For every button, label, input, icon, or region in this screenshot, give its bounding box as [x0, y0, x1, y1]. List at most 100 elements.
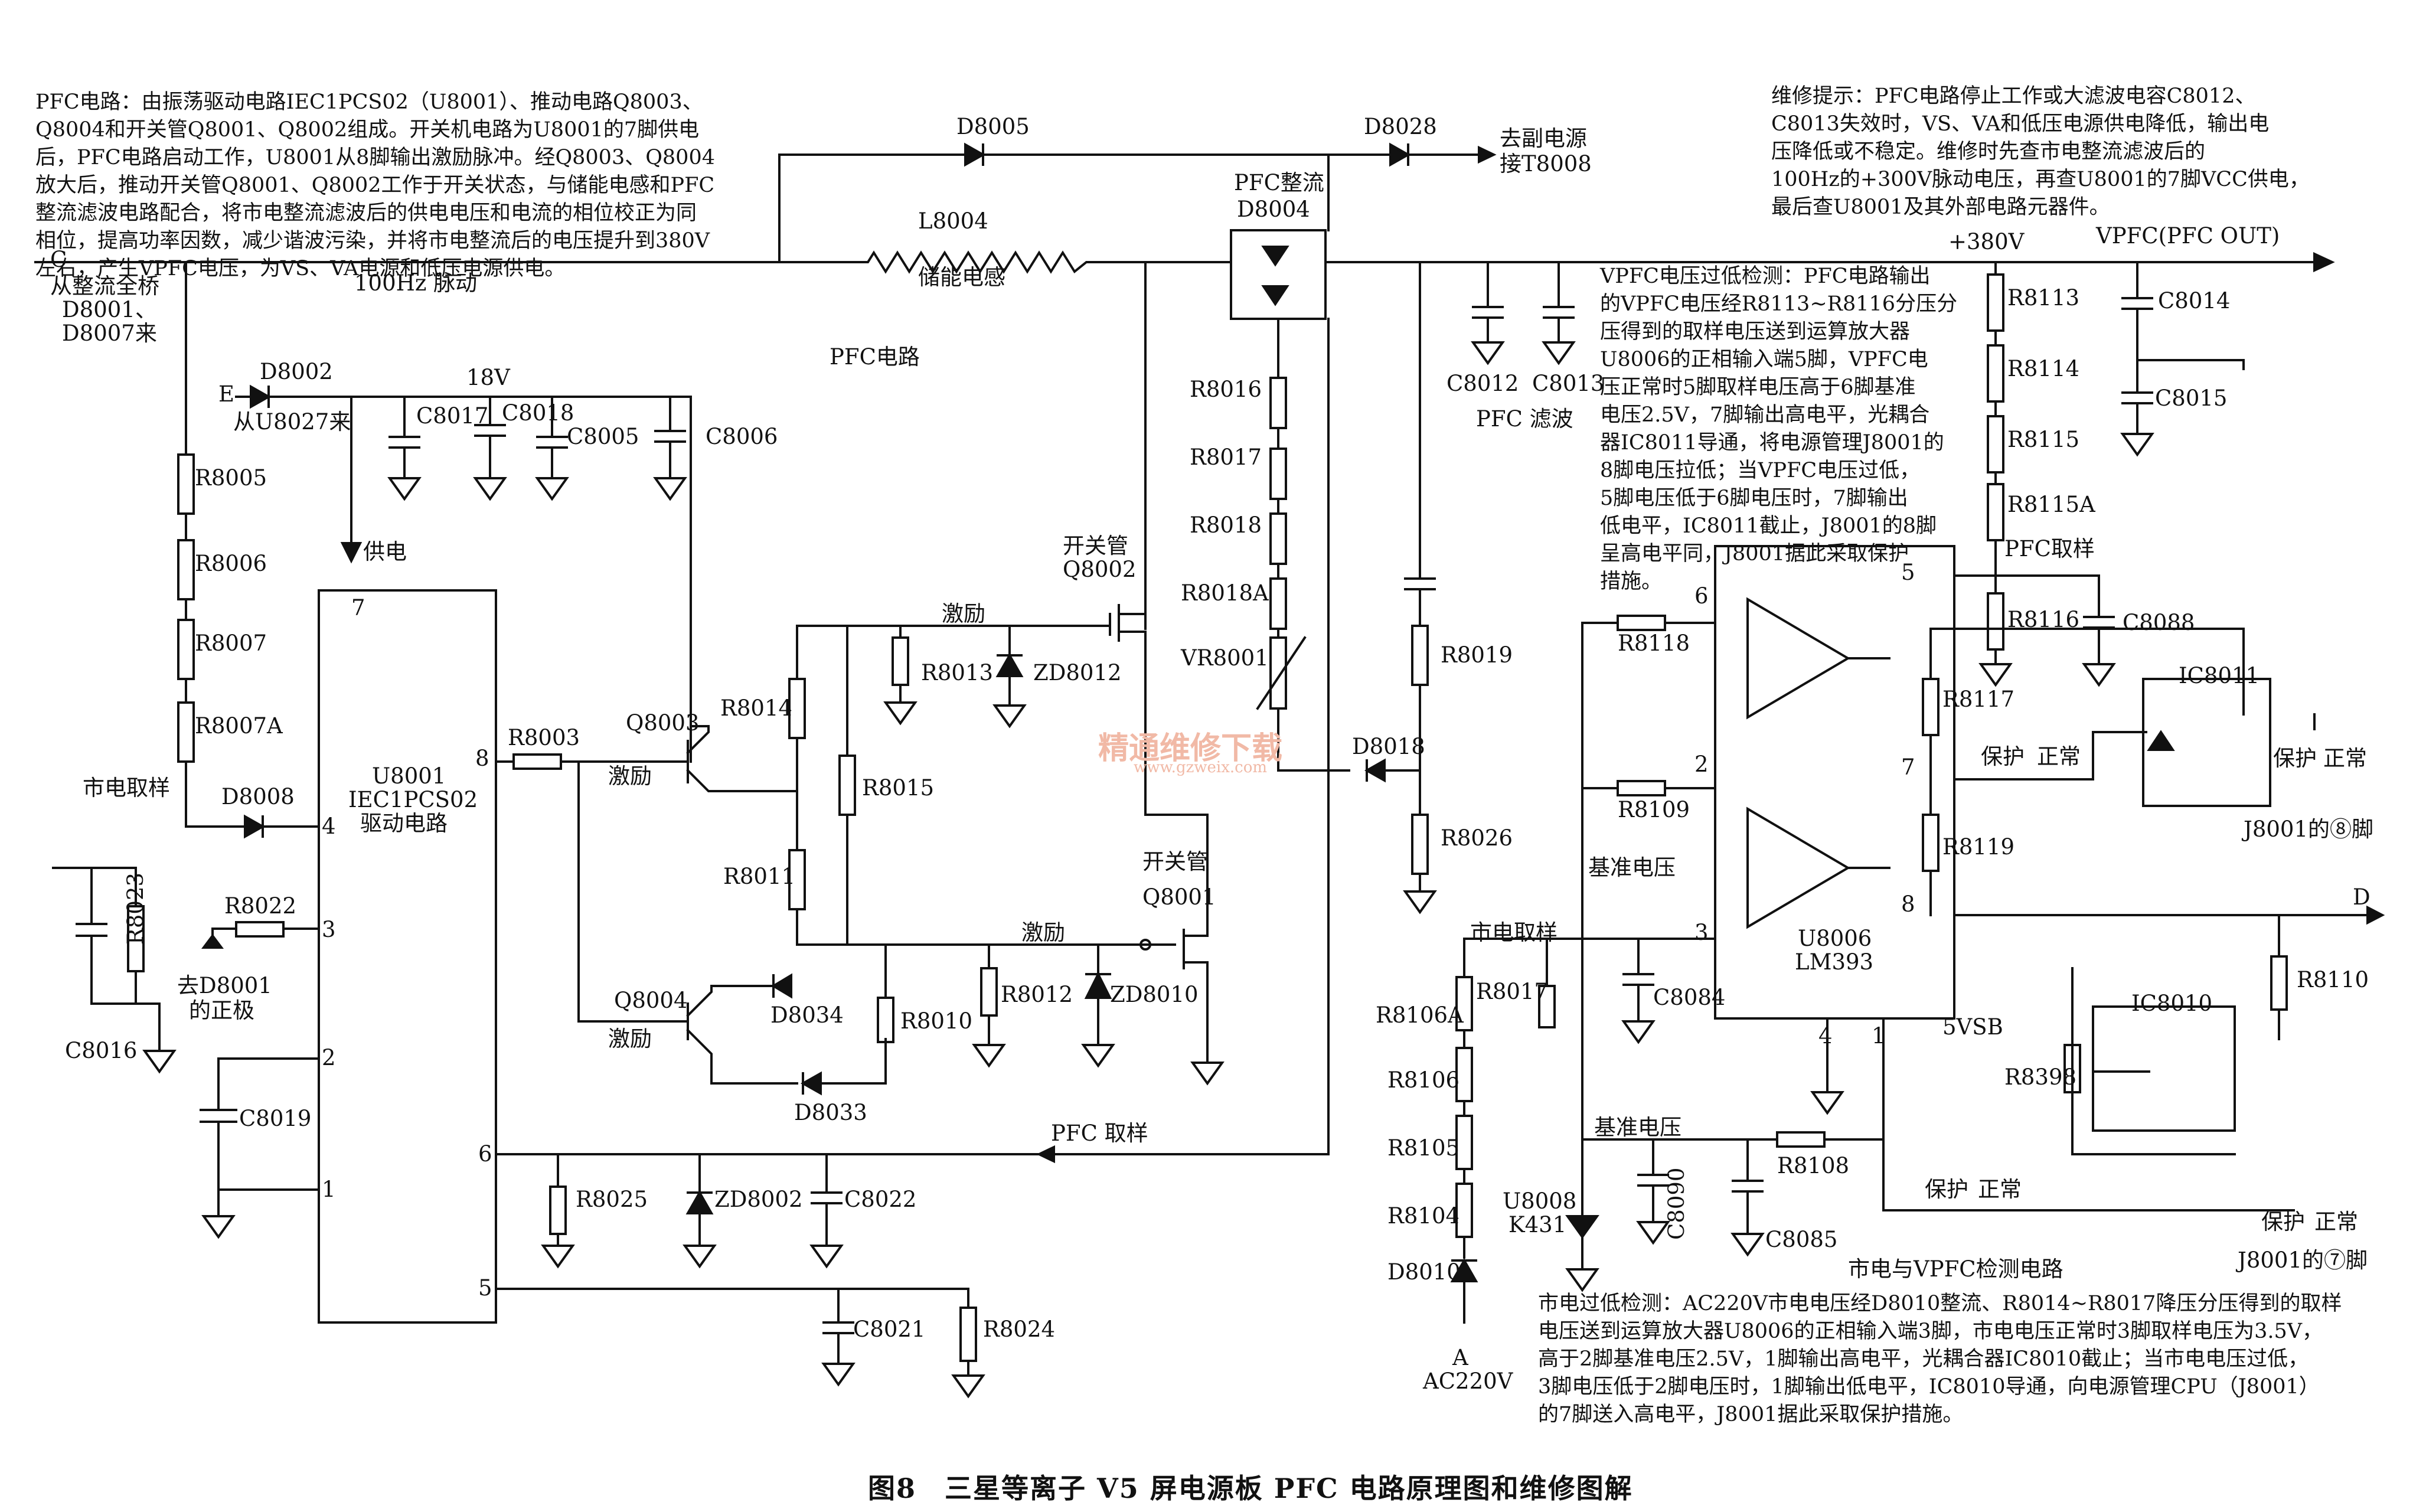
net-label: 接T8008 — [1500, 151, 1592, 177]
component-label: R8013 — [921, 660, 994, 685]
component-label: ZD8010 — [1110, 982, 1199, 1007]
pin-number: 4 — [322, 814, 336, 839]
net-label: 100Hz 脉动 — [354, 270, 478, 296]
component-label: R8110 — [2297, 967, 2369, 992]
pin-number: 6 — [478, 1141, 492, 1167]
net-label: J8001的⑧脚 — [2244, 817, 2373, 842]
component-label: R8023 — [123, 872, 148, 945]
pin-number: 3 — [1694, 920, 1709, 945]
component-label: C8021 — [853, 1317, 926, 1342]
component-label: R8022 — [224, 893, 297, 919]
component-label: R8005 — [195, 465, 267, 491]
component-label: D8018 — [1352, 734, 1425, 759]
component-label: D8008 — [221, 784, 295, 809]
component-label: R8018 — [1190, 512, 1262, 538]
net-label: 从整流全桥 — [50, 273, 159, 299]
net-label: A — [1452, 1345, 1468, 1370]
net-label: D — [2353, 884, 2371, 910]
component-label: D8028 — [1364, 114, 1437, 139]
pin-number: 7 — [1901, 755, 1915, 780]
component-label: C8012 — [1447, 371, 1519, 396]
net-label: 激励 — [942, 601, 985, 626]
component-label: R8011 — [723, 864, 796, 889]
component-label: R8108 — [1777, 1153, 1850, 1178]
net-label: 储能电感 — [918, 264, 1005, 290]
net-label: 开关管 — [1142, 849, 1208, 874]
pfc-circuit-description: PFC电路：由振荡驱动电路IEC1PCS02（U8001）、推动电路Q8003、… — [35, 90, 715, 280]
component-label: C8006 — [706, 424, 778, 449]
component-label: ZD8012 — [1033, 660, 1122, 685]
watermark-text: 精通维修下载 — [1098, 730, 1283, 766]
net-label: PFC电路 — [830, 344, 920, 370]
net-label: +380V — [1948, 229, 2025, 254]
net-label: VPFC(PFC OUT) — [2096, 223, 2280, 249]
component-label: C8005 — [567, 424, 639, 449]
ic-label: LM393 — [1795, 949, 1874, 975]
status-label: 保护 — [2261, 1209, 2305, 1235]
pin-number: 2 — [1694, 752, 1709, 777]
net-label: 5VSB — [1942, 1014, 2003, 1040]
pin-number: 3 — [322, 917, 336, 942]
net-label: 去D8001 — [177, 973, 272, 998]
component-label: U8008 — [1503, 1188, 1577, 1214]
component-label: R8118 — [1618, 631, 1690, 656]
pin-number: 8 — [1901, 891, 1915, 917]
ic-label: U8001 — [372, 763, 446, 789]
net-label: PFC 取样 — [1051, 1121, 1148, 1146]
net-label: 市电取样 — [83, 775, 170, 801]
component-label: R8018A — [1181, 580, 1269, 606]
pin-number: 7 — [351, 595, 365, 621]
component-label: R8017 — [1190, 445, 1262, 470]
pin-number: 4 — [1818, 1023, 1833, 1049]
component-label: ZD8002 — [714, 1187, 803, 1212]
status-label: 保护 — [1925, 1177, 1968, 1202]
ic-label: 驱动电路 — [360, 811, 448, 836]
component-label: R8106A — [1376, 1002, 1464, 1028]
net-label: 开关管 — [1063, 533, 1128, 559]
net-label: E — [218, 381, 235, 407]
component-label: R8116 — [2007, 607, 2080, 632]
component-label: L8004 — [918, 208, 988, 234]
net-label: 去副电源 — [1500, 126, 1587, 151]
status-label: 正常 — [2323, 746, 2367, 771]
component-label: D8010 — [1387, 1259, 1461, 1285]
pin-number: 1 — [1872, 1023, 1886, 1049]
net-label: 基准电压 — [1588, 855, 1676, 880]
component-label: Q8003 — [626, 710, 700, 736]
component-label: R8017 — [1476, 979, 1549, 1004]
net-label: 激励 — [1021, 920, 1065, 945]
net-label: D8007来 — [62, 321, 157, 346]
net-label: 从U8027来 — [233, 409, 351, 435]
component-label: IC8010 — [2131, 991, 2213, 1016]
component-label: C8022 — [844, 1187, 917, 1212]
component-label: C8085 — [1765, 1227, 1838, 1252]
component-label: C8016 — [65, 1038, 138, 1063]
component-label: Q8004 — [614, 988, 688, 1013]
component-label: D8005 — [956, 114, 1030, 139]
component-label: K431 — [1509, 1212, 1567, 1237]
component-label: R8114 — [2007, 356, 2080, 381]
component-label: C8014 — [2158, 288, 2231, 313]
component-label: D8002 — [260, 359, 333, 384]
status-label: 正常 — [2314, 1209, 2358, 1235]
ic-label: U8006 — [1798, 926, 1872, 951]
component-label: R8115A — [2007, 492, 2095, 517]
component-label: R8117 — [1942, 687, 2015, 712]
pin-number: 6 — [1694, 583, 1709, 609]
component-label: C8019 — [239, 1106, 312, 1131]
status-label: 正常 — [2037, 744, 2081, 769]
component-label: R8003 — [508, 725, 580, 750]
component-label: C8090 — [1664, 1167, 1689, 1240]
net-label: PFC 滤波 — [1476, 406, 1573, 432]
ic-label: IEC1PCS02 — [348, 787, 478, 812]
component-label: D8034 — [770, 1002, 844, 1028]
status-label: 正常 — [1978, 1177, 2022, 1202]
net-label: 供电 — [363, 539, 407, 564]
component-label: Q8001 — [1142, 884, 1216, 910]
pin-number: 5 — [1901, 560, 1915, 585]
component-label: Q8002 — [1063, 557, 1137, 582]
component-label: IC8011 — [2179, 663, 2260, 688]
component-label: R8115 — [2007, 427, 2080, 452]
component-label: R8010 — [900, 1008, 973, 1034]
net-label: 的正极 — [189, 998, 254, 1023]
